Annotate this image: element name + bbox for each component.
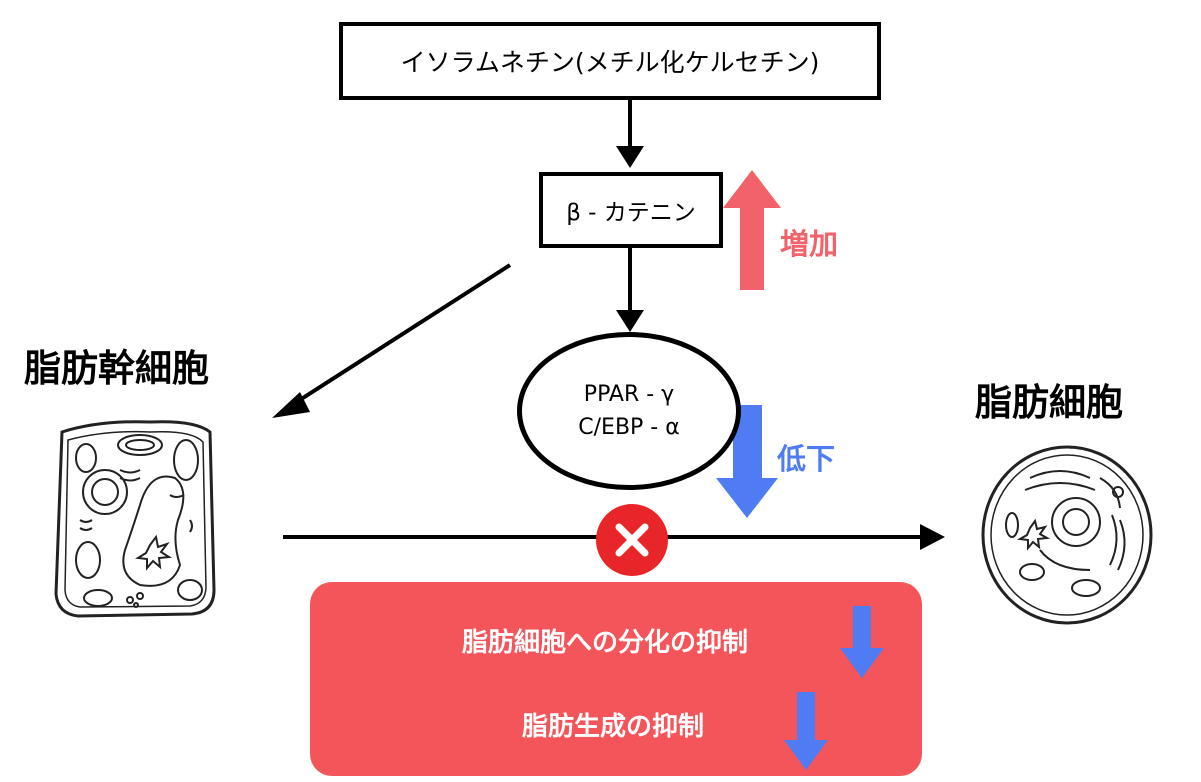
ppar-cebp-ellipse: PPAR - γ C/EBP - α (517, 332, 741, 490)
cebpa-label: C/EBP - α (578, 415, 680, 440)
increase-up-arrow (723, 170, 781, 290)
result-differentiation-inhibition: 脂肪細胞への分化の抑制 (462, 628, 749, 658)
decrease-label: 低下 (777, 442, 836, 476)
arrow-catenin-to-stem-cell (272, 263, 512, 418)
pparg-label: PPAR - γ (583, 382, 675, 407)
result-lipogenesis-inhibition: 脂肪生成の抑制 (522, 712, 705, 742)
beta-catenin-box: β - カテニン (539, 172, 723, 248)
result-down-arrow-2 (784, 692, 828, 770)
adipocyte-label: 脂肪細胞 (975, 381, 1123, 424)
x-circle-icon (596, 504, 668, 576)
adipocyte-drawing (981, 445, 1153, 625)
isorhamnetin-box: イソラムネチン(メチル化ケルセチン) (339, 22, 881, 100)
stem-cell-label: 脂肪幹細胞 (24, 347, 209, 390)
increase-label: 増加 (780, 227, 839, 261)
isorhamnetin-label: イソラムネチン(メチル化ケルセチン) (400, 48, 820, 77)
arrow-catenin-to-ppar (616, 248, 644, 332)
result-down-arrow-1 (840, 606, 884, 678)
arrow-isorhamnetin-to-catenin (616, 100, 644, 168)
decrease-down-arrow (716, 405, 778, 518)
beta-catenin-label: β - カテニン (566, 200, 696, 226)
stem-cell-drawing (54, 420, 216, 618)
